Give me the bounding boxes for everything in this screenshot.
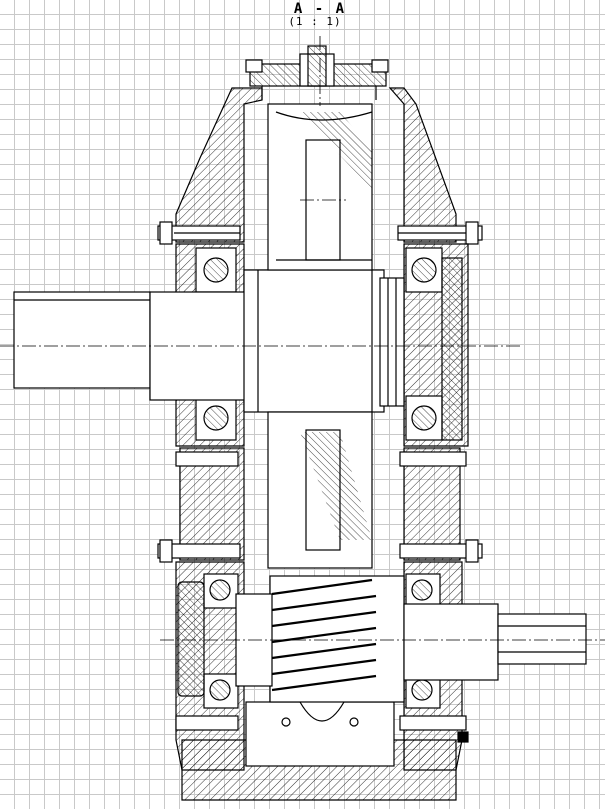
upper-gear-hatch-strip [300,112,372,190]
lower-housing-right [403,447,461,561]
upper-housing-right-wall [388,87,457,243]
output-shaft-end [497,613,587,665]
section-label: A - A [293,1,347,17]
scale-label: (1 : 1) [288,15,342,28]
lower-housing-left [179,447,245,561]
right-end-cover [441,257,463,441]
mid-bolt-row [157,451,483,563]
input-shaft-hub [243,269,385,413]
input-shaft-outer [13,291,151,389]
upper-housing-left-wall [175,87,263,243]
output-shaft [403,603,499,681]
pinion-teeth [271,578,377,692]
shaft-collar [379,277,405,407]
bottom-bolt-row [175,715,467,731]
upper-bolt-right [397,221,483,245]
lower-left-cover [177,581,205,697]
vent-plug-assembly [245,45,389,100]
upper-bolt-left [157,221,241,245]
